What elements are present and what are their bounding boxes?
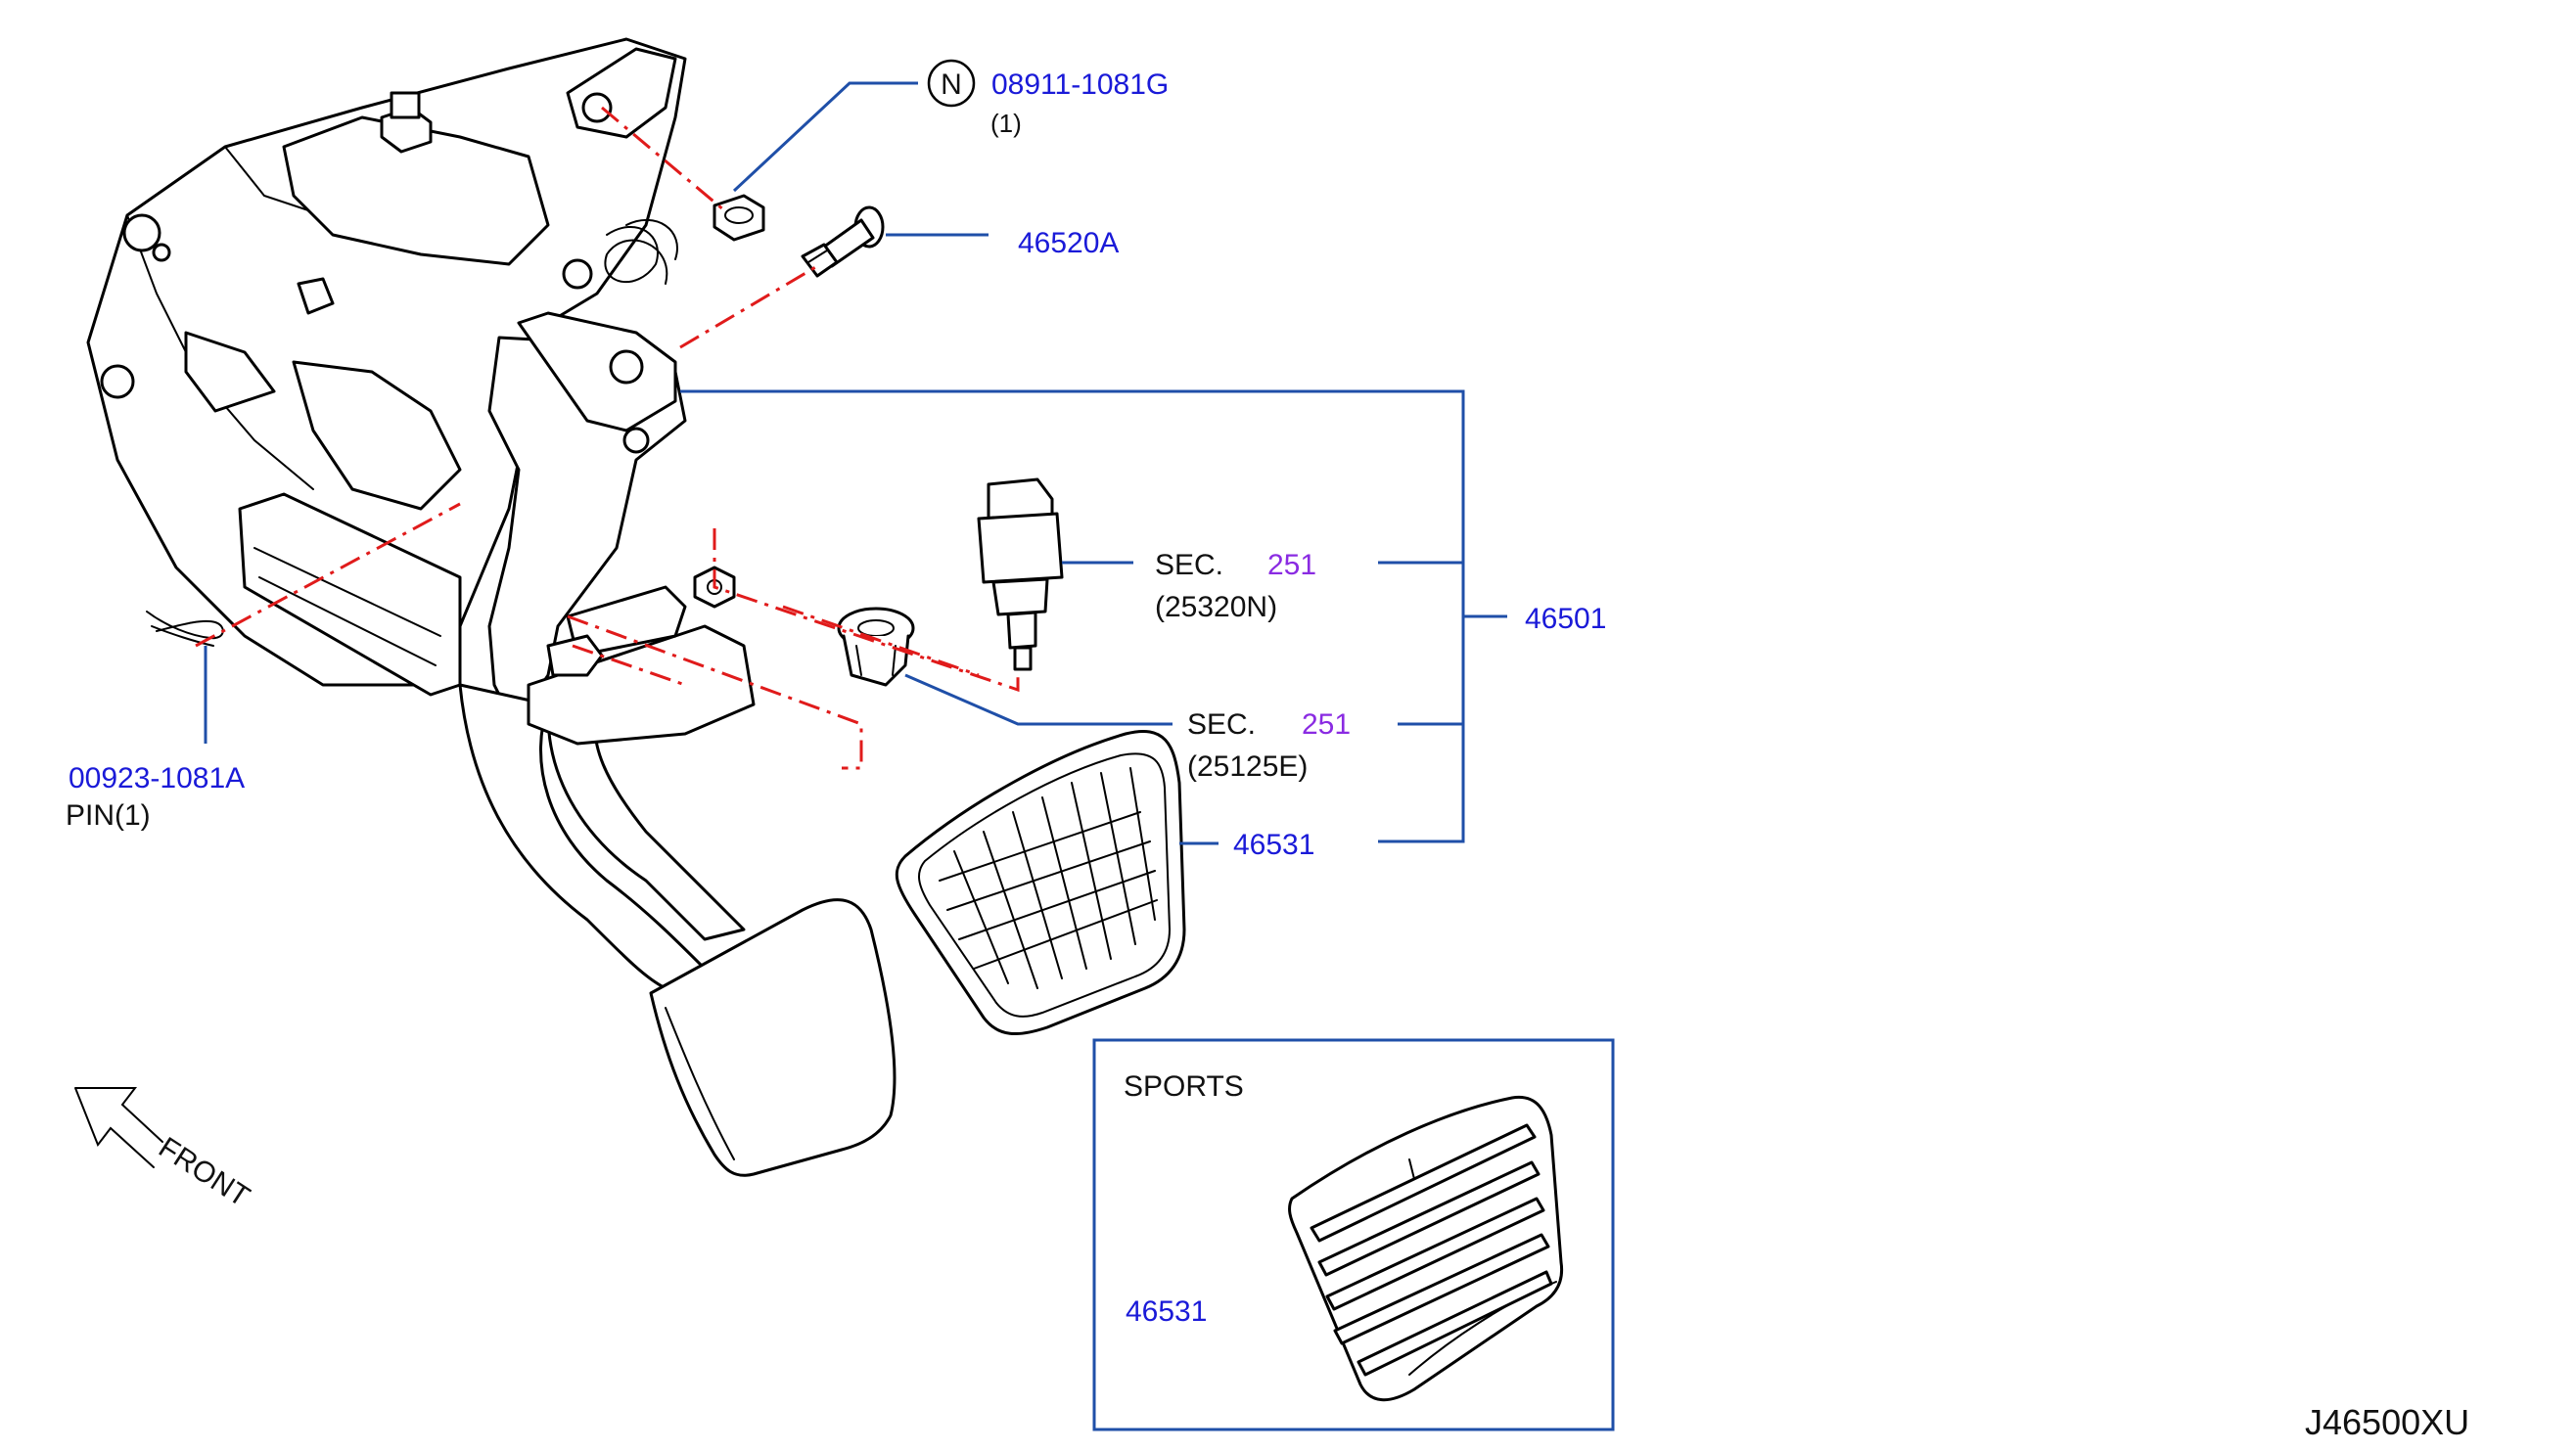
switch-sec-label: SEC. bbox=[1155, 549, 1223, 581]
pad-ribs bbox=[939, 767, 1158, 989]
stopper-sec-number: 251 bbox=[1302, 708, 1351, 741]
nut-code-circle bbox=[927, 59, 976, 108]
front-arrow-icon bbox=[74, 1087, 163, 1168]
front-direction-indicator: FRONT bbox=[74, 1087, 255, 1213]
diagram-id: J46500XU bbox=[2305, 1402, 2469, 1442]
sports-inset: SPORTS 46531 bbox=[1092, 1038, 1615, 1431]
bolt-part-number: 46520A bbox=[1018, 227, 1119, 259]
pedal-stopper bbox=[837, 607, 915, 687]
assembly-part-number: 46501 bbox=[1525, 603, 1606, 635]
pedal-bracket bbox=[86, 37, 687, 697]
pedal-pad-arm bbox=[649, 898, 897, 1177]
pad-part-number: 46531 bbox=[1233, 829, 1314, 861]
pedal-pad-46531 bbox=[895, 729, 1186, 1036]
pedal-arm bbox=[458, 47, 756, 990]
nut-qty: (1) bbox=[990, 109, 1022, 138]
nut-code: N bbox=[941, 68, 962, 101]
switch-code: (25320N) bbox=[1155, 591, 1277, 623]
bolt-46520a bbox=[801, 205, 885, 278]
callout-labels: N 08911-1081G (1) 46520A SEC. 251 (25320… bbox=[66, 59, 1606, 861]
stopper-code: (25125E) bbox=[1187, 750, 1308, 783]
stopper-sec-label: SEC. bbox=[1187, 708, 1256, 741]
nut-08911 bbox=[713, 194, 765, 242]
sports-title: SPORTS bbox=[1124, 1070, 1244, 1103]
switch-sec-number: 251 bbox=[1267, 549, 1316, 581]
pin-part-number: 00923-1081A bbox=[69, 762, 245, 794]
cotter-pin bbox=[146, 611, 224, 647]
nut-part-number: 08911-1081G bbox=[991, 68, 1169, 101]
front-label: FRONT bbox=[153, 1131, 255, 1213]
assembly-centerlines bbox=[195, 106, 1020, 770]
stop-lamp-switch bbox=[977, 477, 1064, 671]
sports-pedal-pad bbox=[1288, 1095, 1564, 1402]
pin-label: PIN(1) bbox=[66, 799, 151, 832]
sports-pad-part-number: 46531 bbox=[1126, 1295, 1207, 1328]
